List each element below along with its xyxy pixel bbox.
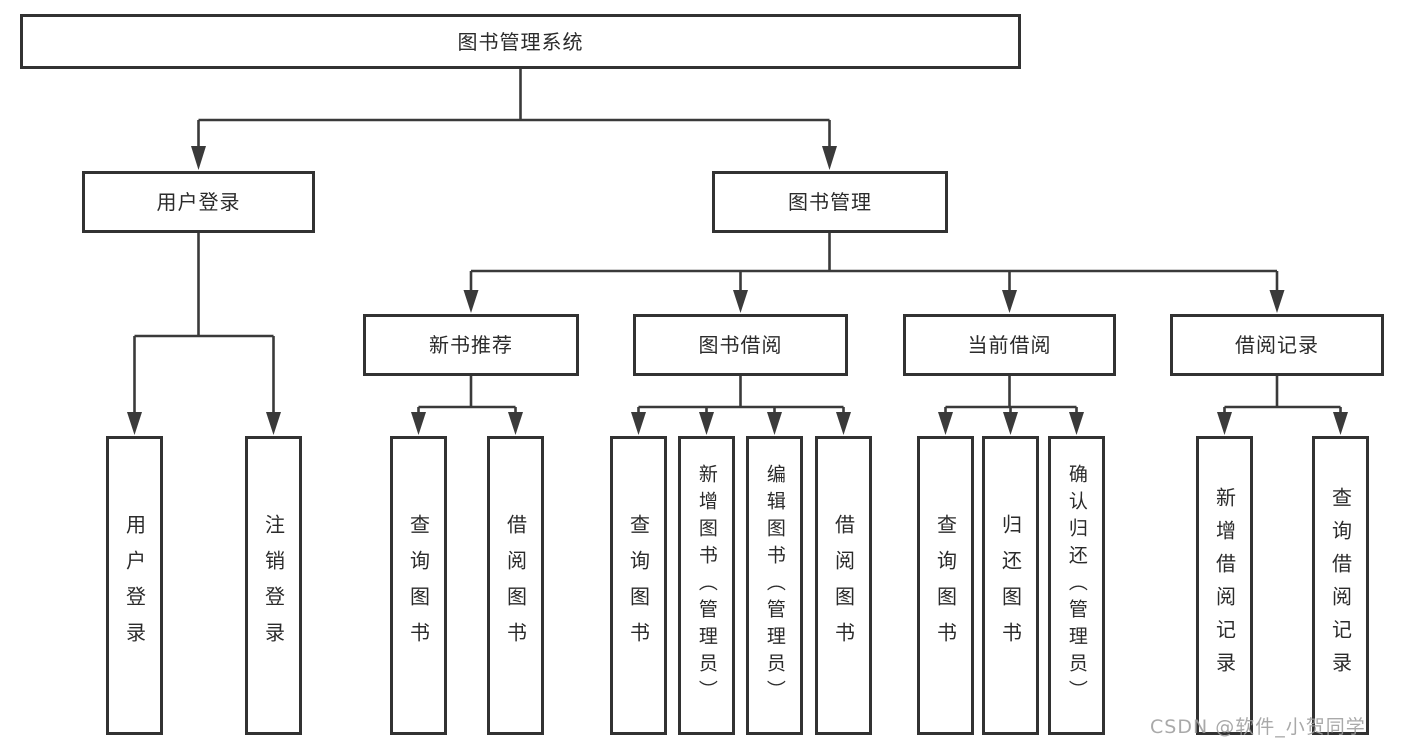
node-book-management: 图书管理: [712, 171, 948, 233]
node-label: 用户登录: [122, 513, 147, 658]
leaf-bb-borrow-book: 借阅图书: [815, 436, 872, 735]
node-label: 注销登录: [261, 513, 286, 658]
node-label: 归还图书: [998, 513, 1023, 658]
node-label: 借阅记录: [1235, 333, 1319, 357]
leaf-bb-edit-book-admin: 编辑图书（管理员）: [746, 436, 803, 735]
node-label: 确认归还（管理员）: [1065, 464, 1088, 707]
node-label: 查询图书: [406, 513, 431, 658]
node-borrowing-records: 借阅记录: [1170, 314, 1384, 376]
leaf-cb-return-book: 归还图书: [982, 436, 1039, 735]
node-label: 图书管理: [788, 190, 872, 214]
node-new-book-recommendation: 新书推荐: [363, 314, 579, 376]
node-label: 查询图书: [933, 513, 958, 658]
node-current-borrowing: 当前借阅: [903, 314, 1116, 376]
leaf-rec-query-book: 查询图书: [390, 436, 447, 735]
node-label: 当前借阅: [967, 333, 1052, 357]
node-label: 新书推荐: [429, 333, 513, 357]
node-label: 新增借阅记录: [1212, 486, 1237, 685]
node-label: 借阅图书: [831, 513, 856, 658]
leaf-bb-query-book: 查询图书: [610, 436, 667, 735]
leaf-rec-borrow-book: 借阅图书: [487, 436, 544, 735]
node-label: 查询借阅记录: [1328, 486, 1353, 685]
leaf-logout: 注销登录: [245, 436, 302, 735]
csdn-watermark: CSDN @软件_小贺同学: [1150, 716, 1366, 738]
leaf-br-add-record: 新增借阅记录: [1196, 436, 1253, 735]
node-book-borrowing: 图书借阅: [633, 314, 848, 376]
leaf-cb-confirm-return-admin: 确认归还（管理员）: [1048, 436, 1105, 735]
node-label: 新增图书（管理员）: [695, 464, 718, 707]
node-library-management-system: 图书管理系统: [20, 14, 1021, 69]
node-label: 图书管理系统: [457, 29, 584, 54]
node-user-login: 用户登录: [82, 171, 315, 233]
node-label: 编辑图书（管理员）: [763, 464, 786, 707]
leaf-br-query-record: 查询借阅记录: [1312, 436, 1369, 735]
node-label: 借阅图书: [503, 513, 528, 658]
node-label: 用户登录: [156, 190, 241, 214]
node-label: 图书借阅: [698, 333, 783, 357]
leaf-bb-add-book-admin: 新增图书（管理员）: [678, 436, 735, 735]
node-label: 查询图书: [626, 513, 651, 658]
leaf-cb-query-book: 查询图书: [917, 436, 974, 735]
leaf-user-login: 用户登录: [106, 436, 163, 735]
